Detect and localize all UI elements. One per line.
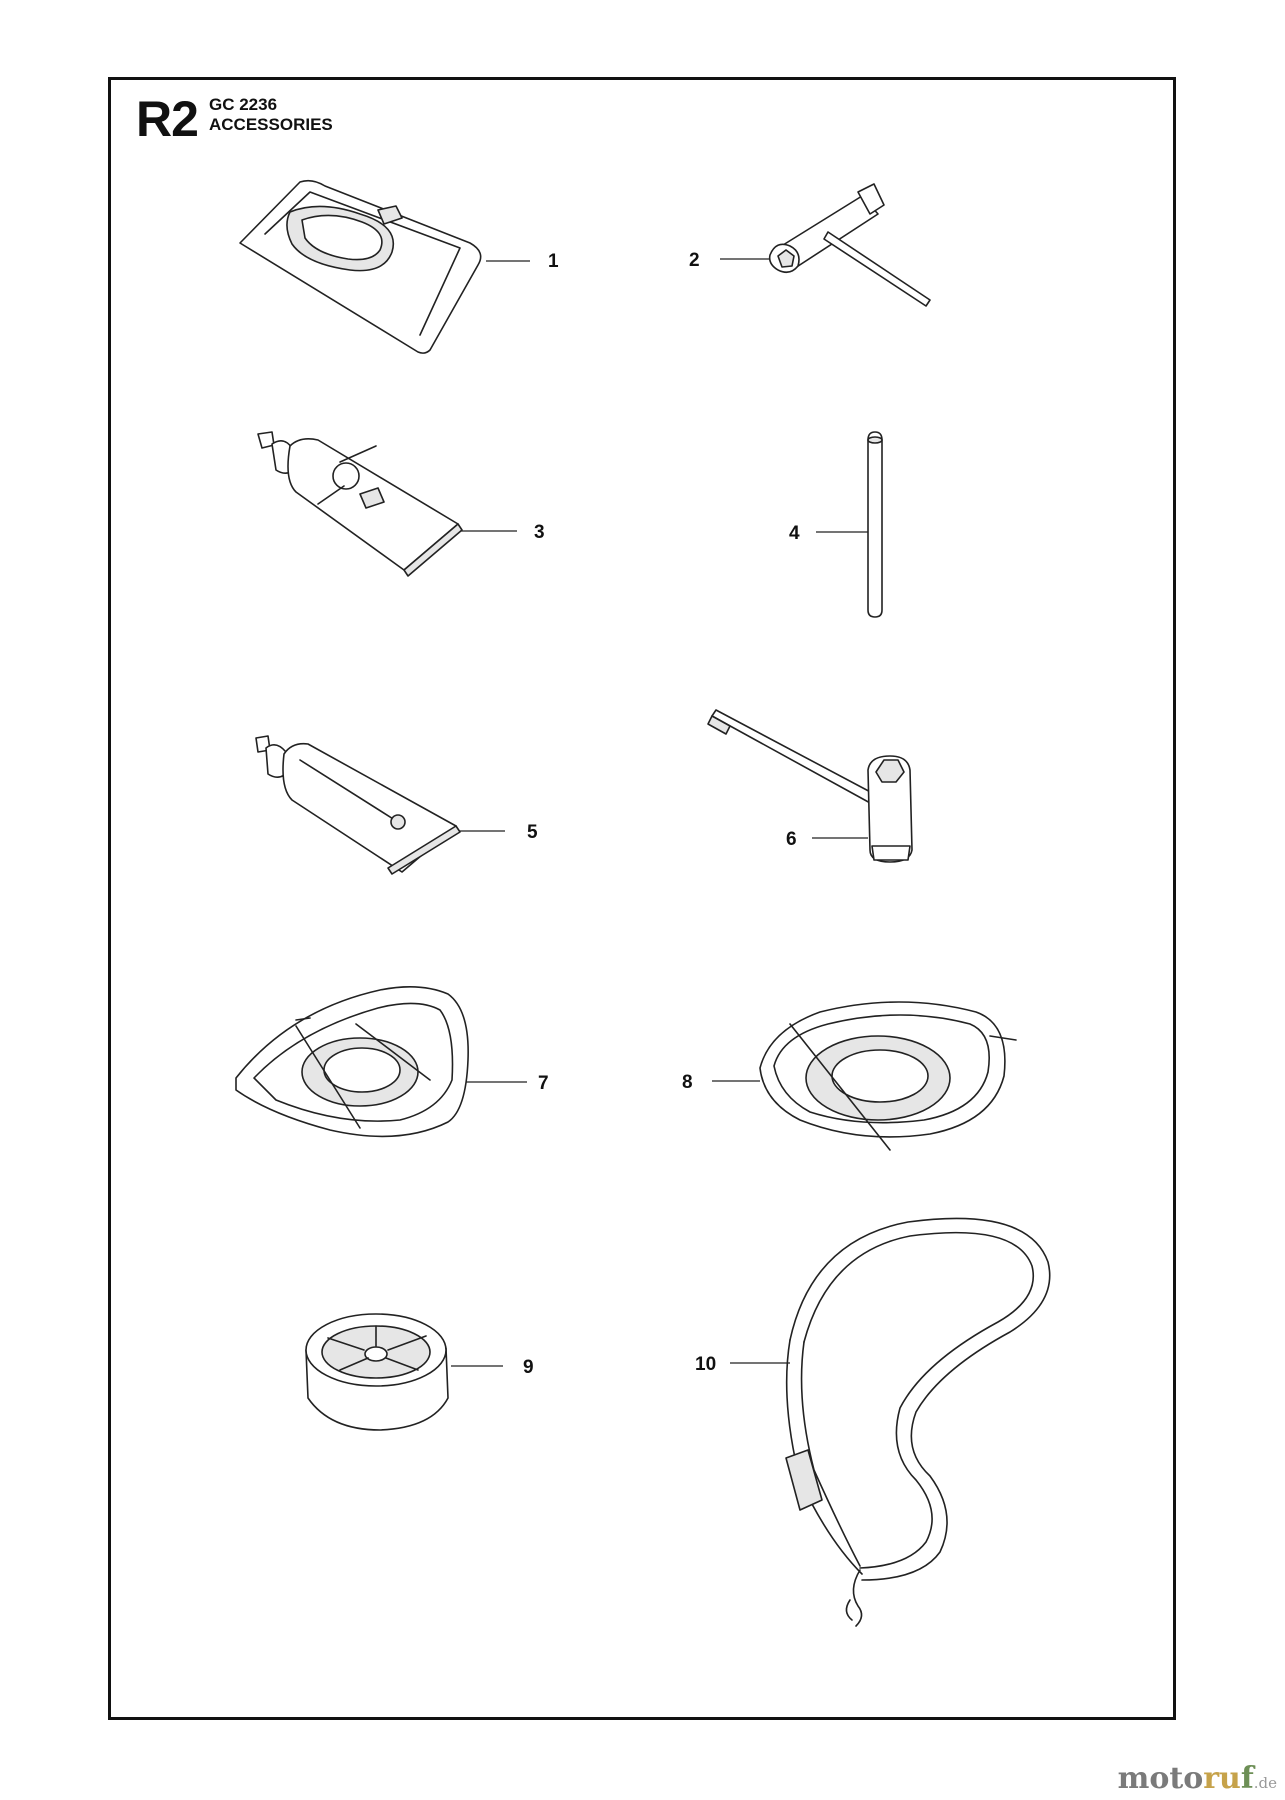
section-title: ACCESSORIES xyxy=(209,115,333,134)
leader-lines xyxy=(451,259,872,1366)
grease-tube-small-icon xyxy=(256,736,460,874)
part-number-9: 9 xyxy=(523,1357,534,1378)
shoulder-strap-icon xyxy=(786,1218,1050,1626)
t-socket-wrench-icon xyxy=(770,184,930,306)
part-number-3: 3 xyxy=(534,522,545,543)
part-number-10: 10 xyxy=(695,1354,717,1375)
part-number-2: 2 xyxy=(689,250,700,271)
watermark-logo: motoruf.de xyxy=(1117,1761,1277,1796)
part-number-5: 5 xyxy=(527,822,538,843)
support-cup-icon xyxy=(306,1314,448,1430)
blade-guard-icon xyxy=(760,1002,1016,1150)
diagram-frame xyxy=(108,77,1176,1720)
locking-pin-icon xyxy=(868,432,882,617)
part-number-8: 8 xyxy=(682,1072,693,1093)
spark-plug-wrench-icon xyxy=(708,710,912,862)
part-number-7: 7 xyxy=(538,1073,549,1094)
grease-tube-icon xyxy=(258,432,462,576)
tool-bag-icon xyxy=(240,181,481,353)
trimmer-guard-icon xyxy=(236,987,468,1137)
part-number-4: 4 xyxy=(789,523,800,544)
part-number-6: 6 xyxy=(786,829,797,850)
page-code: R2 xyxy=(136,91,199,147)
part-number-1: 1 xyxy=(548,251,559,272)
model-number: GC 2236 xyxy=(209,95,278,114)
